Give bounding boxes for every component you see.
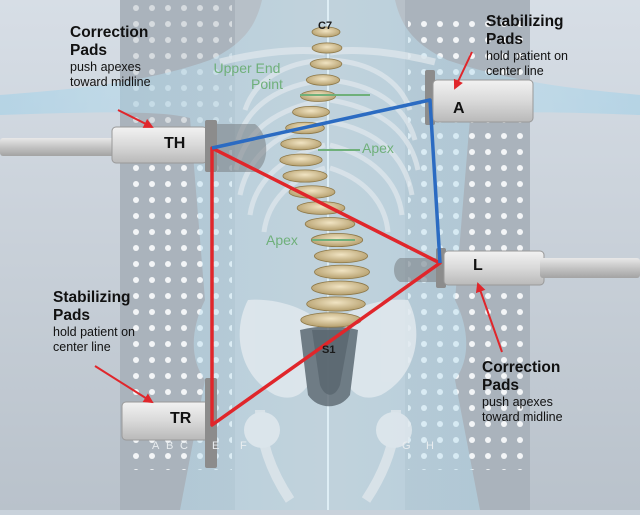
vertebra xyxy=(304,217,356,231)
arrows xyxy=(94,51,503,404)
vertebra xyxy=(280,137,322,151)
vertebra xyxy=(314,264,370,280)
board-letter-row: A B C E F G H xyxy=(150,440,500,460)
board-letter: A xyxy=(152,440,160,452)
board-letter: H xyxy=(426,440,434,452)
pad-label-l: L xyxy=(473,257,483,274)
spine-bottom-label: S1 xyxy=(322,344,336,356)
label-description: push apexes xyxy=(70,60,141,74)
th-pad-assembly xyxy=(0,120,267,172)
a-pad-block xyxy=(432,79,534,123)
anatomy-lines xyxy=(300,94,370,241)
arrow-stabilizing-left xyxy=(94,365,154,404)
vertebra xyxy=(309,58,343,70)
l-pad-assembly xyxy=(394,248,640,288)
tr-pad-block xyxy=(121,401,211,441)
vertebra xyxy=(305,74,341,86)
arrow-correction-left xyxy=(117,109,154,128)
label-stabilizing-pads-left: Stabilizing Pads hold patient on center … xyxy=(53,289,135,355)
board-letter: E xyxy=(212,440,220,452)
board-letter: C xyxy=(180,440,188,452)
label-heading: Pads xyxy=(70,42,108,59)
blue-triangle xyxy=(211,98,442,264)
vertebra xyxy=(311,42,343,54)
th-pad-rod xyxy=(0,138,115,156)
board-letter: F xyxy=(240,440,247,452)
apex-lower-label: Apex xyxy=(266,232,298,248)
vertebra xyxy=(279,153,323,167)
label-description: center line xyxy=(53,340,111,354)
apex-upper-label: Apex xyxy=(362,140,394,156)
pad-label-th: TH xyxy=(164,135,186,152)
label-description: hold patient on xyxy=(486,49,569,63)
l-pad-rod xyxy=(540,258,640,278)
label-correction-pads-left: Correction Pads push apexes toward midli… xyxy=(70,24,151,90)
pad-label-a: A xyxy=(453,100,465,117)
label-description: center line xyxy=(486,64,544,78)
arrow-stabilizing-right xyxy=(453,51,473,90)
vertebra xyxy=(282,169,328,183)
label-heading: Pads xyxy=(486,31,524,48)
arrow-correction-right xyxy=(475,282,503,353)
th-pad-clamp xyxy=(205,120,217,172)
label-description: toward midline xyxy=(482,410,563,424)
pad-label-tr: TR xyxy=(170,410,192,427)
vertebra xyxy=(311,280,369,296)
board-letter: G xyxy=(402,440,411,452)
label-heading: Stabilizing xyxy=(53,289,131,306)
label-heading: Pads xyxy=(53,307,91,324)
upper-end-point-text: Point xyxy=(251,76,283,92)
label-heading: Stabilizing xyxy=(486,13,564,30)
label-description: toward midline xyxy=(70,75,151,89)
vertebra xyxy=(306,296,366,312)
upper-end-point-label: Upper End Point xyxy=(197,60,297,92)
l-pad-cushion xyxy=(394,258,440,282)
upper-end-point-text: Upper End xyxy=(213,60,281,76)
correction-triangle xyxy=(210,146,442,427)
red-triangle xyxy=(210,146,442,427)
label-description: hold patient on xyxy=(53,325,136,339)
vertebra xyxy=(292,105,330,119)
stabilization-triangle xyxy=(211,98,442,264)
vertebra xyxy=(313,248,368,264)
label-stabilizing-pads-right: Stabilizing Pads hold patient on center … xyxy=(486,13,568,79)
th-pad-block xyxy=(111,126,208,164)
l-pad-block xyxy=(443,250,545,286)
label-description: push apexes xyxy=(482,395,553,409)
th-pad-cushion xyxy=(217,124,267,172)
board-letter: B xyxy=(166,440,174,452)
vertebra xyxy=(311,26,341,38)
a-pad-assembly xyxy=(425,70,534,125)
rib-cage xyxy=(219,46,436,233)
label-heading: Correction xyxy=(70,24,149,41)
spine-top-label: C7 xyxy=(318,20,333,32)
pelvis xyxy=(239,299,417,503)
label-heading: Pads xyxy=(482,377,520,394)
label-heading: Correction xyxy=(482,359,561,376)
label-correction-pads-right: Correction Pads push apexes toward midli… xyxy=(482,359,563,425)
